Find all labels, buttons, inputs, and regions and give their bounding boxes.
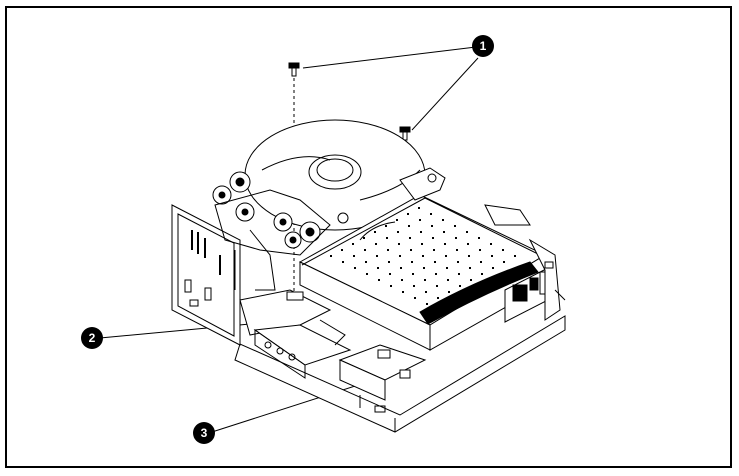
ventilation-hole: [422, 255, 424, 257]
ventilation-hole: [459, 285, 461, 287]
ventilation-hole: [342, 261, 344, 263]
callout-3-label: 3: [201, 426, 208, 440]
ventilation-hole: [330, 255, 332, 257]
ventilation-hole: [397, 231, 399, 233]
ventilation-hole: [407, 213, 409, 215]
ventilation-hole: [425, 291, 427, 293]
ventilation-hole: [419, 219, 421, 221]
tape-guide-rollers: [212, 171, 349, 291]
ventilation-hole: [458, 273, 460, 275]
mounting-bracket: [239, 289, 352, 379]
ventilation-hole: [366, 273, 368, 275]
ventilation-hole: [412, 273, 414, 275]
ventilation-hole: [377, 267, 379, 269]
ventilation-hole: [411, 261, 413, 263]
ventilation-hole: [442, 219, 444, 221]
ventilation-hole: [385, 225, 387, 227]
ventilation-hole: [390, 285, 392, 287]
callout-2-label: 2: [89, 331, 96, 345]
ventilation-hole: [402, 291, 404, 293]
ventilation-hole: [448, 291, 450, 293]
ventilation-hole: [387, 249, 389, 251]
ventilation-hole: [408, 225, 410, 227]
ventilation-hole: [502, 249, 504, 251]
ventilation-hole: [492, 267, 494, 269]
ventilation-hole: [364, 249, 366, 251]
ventilation-hole: [401, 279, 403, 281]
callout-2: 2: [81, 327, 103, 349]
ventilation-hole: [457, 261, 459, 263]
ventilation-hole: [423, 267, 425, 269]
ventilation-hole: [437, 297, 439, 299]
ventilation-hole: [389, 273, 391, 275]
ventilation-hole: [341, 249, 343, 251]
ventilation-hole: [354, 267, 356, 269]
ventilation-hole: [431, 225, 433, 227]
ventilation-holes: [330, 207, 516, 305]
ventilation-hole: [468, 255, 470, 257]
front-plate: [338, 344, 427, 413]
ventilation-hole: [456, 249, 458, 251]
ventilation-hole: [435, 273, 437, 275]
ventilation-hole: [374, 231, 376, 233]
leader-line-1a: [302, 46, 477, 69]
ventilation-hole: [353, 255, 355, 257]
ventilation-hole: [478, 237, 480, 239]
ventilation-hole: [399, 255, 401, 257]
ventilation-hole: [400, 267, 402, 269]
ventilation-hole: [503, 261, 505, 263]
ventilation-hole: [378, 279, 380, 281]
ventilation-hole: [376, 255, 378, 257]
ventilation-hole: [432, 237, 434, 239]
ventilation-hole: [414, 297, 416, 299]
callout-1: 1: [472, 35, 494, 57]
side-circuit-board: [171, 204, 241, 346]
ventilation-hole: [447, 279, 449, 281]
ventilation-hole: [469, 267, 471, 269]
ventilation-hole: [410, 249, 412, 251]
leader-line-3: [211, 377, 381, 433]
ventilation-hole: [365, 261, 367, 263]
ventilation-hole: [444, 243, 446, 245]
ventilation-hole: [481, 273, 483, 275]
ventilation-hole: [386, 237, 388, 239]
ventilation-hole: [491, 255, 493, 257]
ventilation-hole: [479, 249, 481, 251]
ventilation-hole: [375, 243, 377, 245]
ventilation-hole: [409, 237, 411, 239]
ventilation-hole: [421, 243, 423, 245]
ventilation-hole: [396, 219, 398, 221]
ventilation-hole: [490, 243, 492, 245]
ventilation-hole: [445, 255, 447, 257]
ventilation-hole: [446, 267, 448, 269]
ventilation-hole: [434, 261, 436, 263]
ventilation-hole: [470, 279, 472, 281]
callout-3: 3: [193, 422, 215, 444]
ventilation-hole: [455, 237, 457, 239]
ventilation-hole: [420, 231, 422, 233]
ventilation-hole: [436, 285, 438, 287]
ventilation-hole: [426, 303, 428, 305]
rear-frame: [399, 167, 566, 321]
screw-right: [399, 126, 411, 141]
ventilation-hole: [467, 243, 469, 245]
ventilation-hole: [443, 231, 445, 233]
ventilation-hole: [388, 261, 390, 263]
ventilation-hole: [398, 243, 400, 245]
callout-1-label: 1: [480, 39, 487, 53]
ventilation-hole: [480, 261, 482, 263]
leader-line-1b: [411, 57, 479, 131]
ventilation-hole: [466, 231, 468, 233]
ventilation-hole: [514, 255, 516, 257]
ventilation-hole: [413, 285, 415, 287]
ventilation-hole: [430, 213, 432, 215]
ventilation-hole: [352, 243, 354, 245]
ventilation-hole: [363, 237, 365, 239]
screw-left: [288, 62, 300, 77]
ventilation-hole: [424, 279, 426, 281]
ventilation-hole: [433, 249, 435, 251]
ventilation-hole: [454, 225, 456, 227]
ventilation-hole: [418, 207, 420, 209]
